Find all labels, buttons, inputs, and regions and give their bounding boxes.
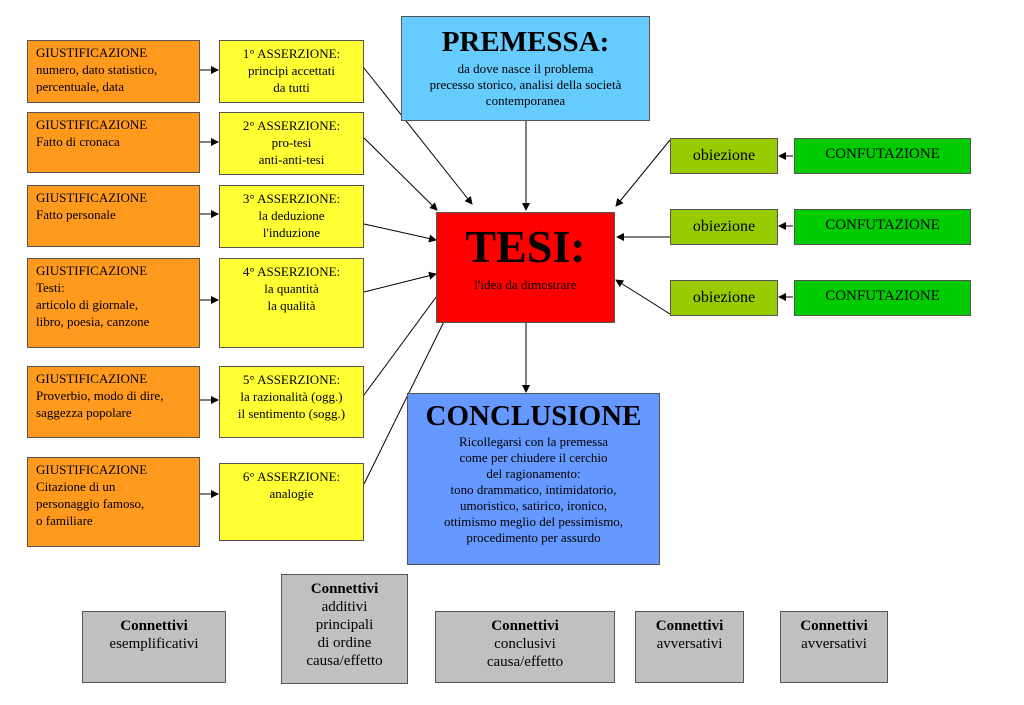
assertion-detail: analogie: [269, 486, 314, 501]
objection-label: obiezione: [692, 289, 756, 306]
justification-box-5: GIUSTIFICAZIONE Proverbio, modo di dire,…: [27, 366, 200, 438]
connective-box-avversativi-2: Connettivi avversativi: [780, 611, 888, 683]
justification-box-2: GIUSTIFICAZIONE Fatto di cronaca: [27, 112, 200, 173]
justification-detail: Proverbio, modo di dire, saggezza popola…: [36, 388, 164, 420]
connective-title: Connettivi: [800, 618, 868, 634]
justification-title: GIUSTIFICAZIONE: [36, 190, 148, 205]
connective-detail: avversativi: [656, 636, 723, 652]
arrow-ass3-tesi: [363, 223, 437, 243]
assertion-detail: la deduzione l'induzione: [258, 208, 325, 240]
justification-box-6: GIUSTIFICAZIONE Citazione di un personag…: [27, 457, 200, 547]
connective-box-additivi: Connettivi additivi principali di ordine…: [281, 574, 408, 684]
assertion-title: 5° ASSERZIONE:: [242, 372, 341, 387]
justification-detail: Fatto di cronaca: [36, 134, 120, 149]
justification-title: GIUSTIFICAZIONE: [36, 263, 148, 278]
assertion-title: 1° ASSERZIONE:: [242, 46, 341, 61]
justification-detail: numero, dato statistico, percentuale, da…: [36, 62, 158, 94]
connective-title: Connettivi: [310, 581, 379, 597]
arrow-ass5-tesi: [363, 284, 446, 396]
justification-box-1: GIUSTIFICAZIONE numero, dato statistico,…: [27, 40, 200, 103]
tesi-detail: l'idea da dimostrare: [474, 277, 577, 292]
refutation-label: CONFUTAZIONE: [825, 217, 940, 233]
objection-label: obiezione: [692, 147, 756, 164]
premessa-title: PREMESSA:: [441, 26, 610, 58]
conclusione-detail: Ricollegarsi con la premessa come per ch…: [443, 434, 624, 545]
arrow-ass4-tesi: [363, 271, 437, 293]
assertion-title: 2° ASSERZIONE:: [242, 118, 341, 133]
arrow-ass1-tesi: [363, 67, 473, 205]
objection-box-2: obiezione: [670, 209, 778, 245]
conclusione-title: CONCLUSIONE: [425, 400, 642, 432]
justification-title: GIUSTIFICAZIONE: [36, 45, 148, 60]
justification-box-4: GIUSTIFICAZIONE Testi: articolo di giorn…: [27, 258, 200, 348]
tesi-title: TESI:: [465, 221, 586, 272]
justification-title: GIUSTIFICAZIONE: [36, 371, 148, 386]
justification-title: GIUSTIFICAZIONE: [36, 117, 148, 132]
assertion-box-1: 1° ASSERZIONE: principi accettati da tut…: [219, 40, 364, 103]
assertion-box-4: 4° ASSERZIONE: la quantità la qualità: [219, 258, 364, 348]
justification-title: GIUSTIFICAZIONE: [36, 462, 148, 477]
tesi-box: TESI: l'idea da dimostrare: [436, 212, 615, 323]
refutation-box-1: CONFUTAZIONE: [794, 138, 971, 174]
refutation-box-2: CONFUTAZIONE: [794, 209, 971, 245]
assertion-detail: pro-tesi anti-anti-tesi: [258, 135, 325, 167]
assertion-box-3: 3° ASSERZIONE: la deduzione l'induzione: [219, 185, 364, 248]
justification-detail: Fatto personale: [36, 207, 116, 222]
assertion-title: 6° ASSERZIONE:: [242, 469, 341, 484]
justification-box-3: GIUSTIFICAZIONE Fatto personale: [27, 185, 200, 247]
assertion-box-6: 6° ASSERZIONE: analogie: [219, 463, 364, 541]
assertion-detail: la razionalità (ogg.) il sentimento (sog…: [237, 389, 346, 421]
connective-box-esemplificativi: Connettivi esemplificativi: [82, 611, 226, 683]
arrow-ass2-tesi: [363, 137, 438, 211]
connective-detail: esemplificativi: [109, 636, 199, 652]
connective-detail: conclusivi causa/effetto: [486, 636, 564, 670]
objection-label: obiezione: [692, 218, 756, 235]
justification-detail: Testi: articolo di giornale, libro, poes…: [36, 280, 150, 329]
justification-detail: Citazione di un personaggio famoso, o fa…: [36, 479, 145, 528]
assertion-box-2: 2° ASSERZIONE: pro-tesi anti-anti-tesi: [219, 112, 364, 175]
assertion-detail: principi accettati da tutti: [248, 63, 335, 95]
connective-detail: avversativi: [801, 636, 867, 652]
refutation-box-3: CONFUTAZIONE: [794, 280, 971, 316]
connective-title: Connettivi: [655, 618, 724, 634]
connective-box-conclusivi: Connettivi conclusivi causa/effetto: [435, 611, 615, 683]
connective-detail: additivi principali di ordine causa/effe…: [306, 599, 383, 669]
connective-box-avversativi-1: Connettivi avversativi: [635, 611, 744, 683]
premessa-box: PREMESSA: da dove nasce il problema prec…: [401, 16, 650, 121]
connective-title: Connettivi: [120, 618, 188, 634]
refutation-label: CONFUTAZIONE: [825, 146, 940, 162]
assertion-title: 3° ASSERZIONE:: [242, 191, 341, 206]
arrow-obj3-tesi: [615, 279, 671, 315]
premessa-detail: da dove nasce il problema precesso stori…: [429, 61, 622, 108]
arrow-obj1-tesi: [615, 139, 671, 207]
assertion-title: 4° ASSERZIONE:: [242, 264, 341, 279]
assertion-box-5: 5° ASSERZIONE: la razionalità (ogg.) il …: [219, 366, 364, 438]
connective-title: Connettivi: [491, 618, 559, 634]
conclusione-box: CONCLUSIONE Ricollegarsi con la premessa…: [407, 393, 660, 565]
refutation-label: CONFUTAZIONE: [825, 288, 940, 304]
objection-box-3: obiezione: [670, 280, 778, 316]
assertion-detail: la quantità la qualità: [264, 281, 319, 313]
objection-box-1: obiezione: [670, 138, 778, 174]
